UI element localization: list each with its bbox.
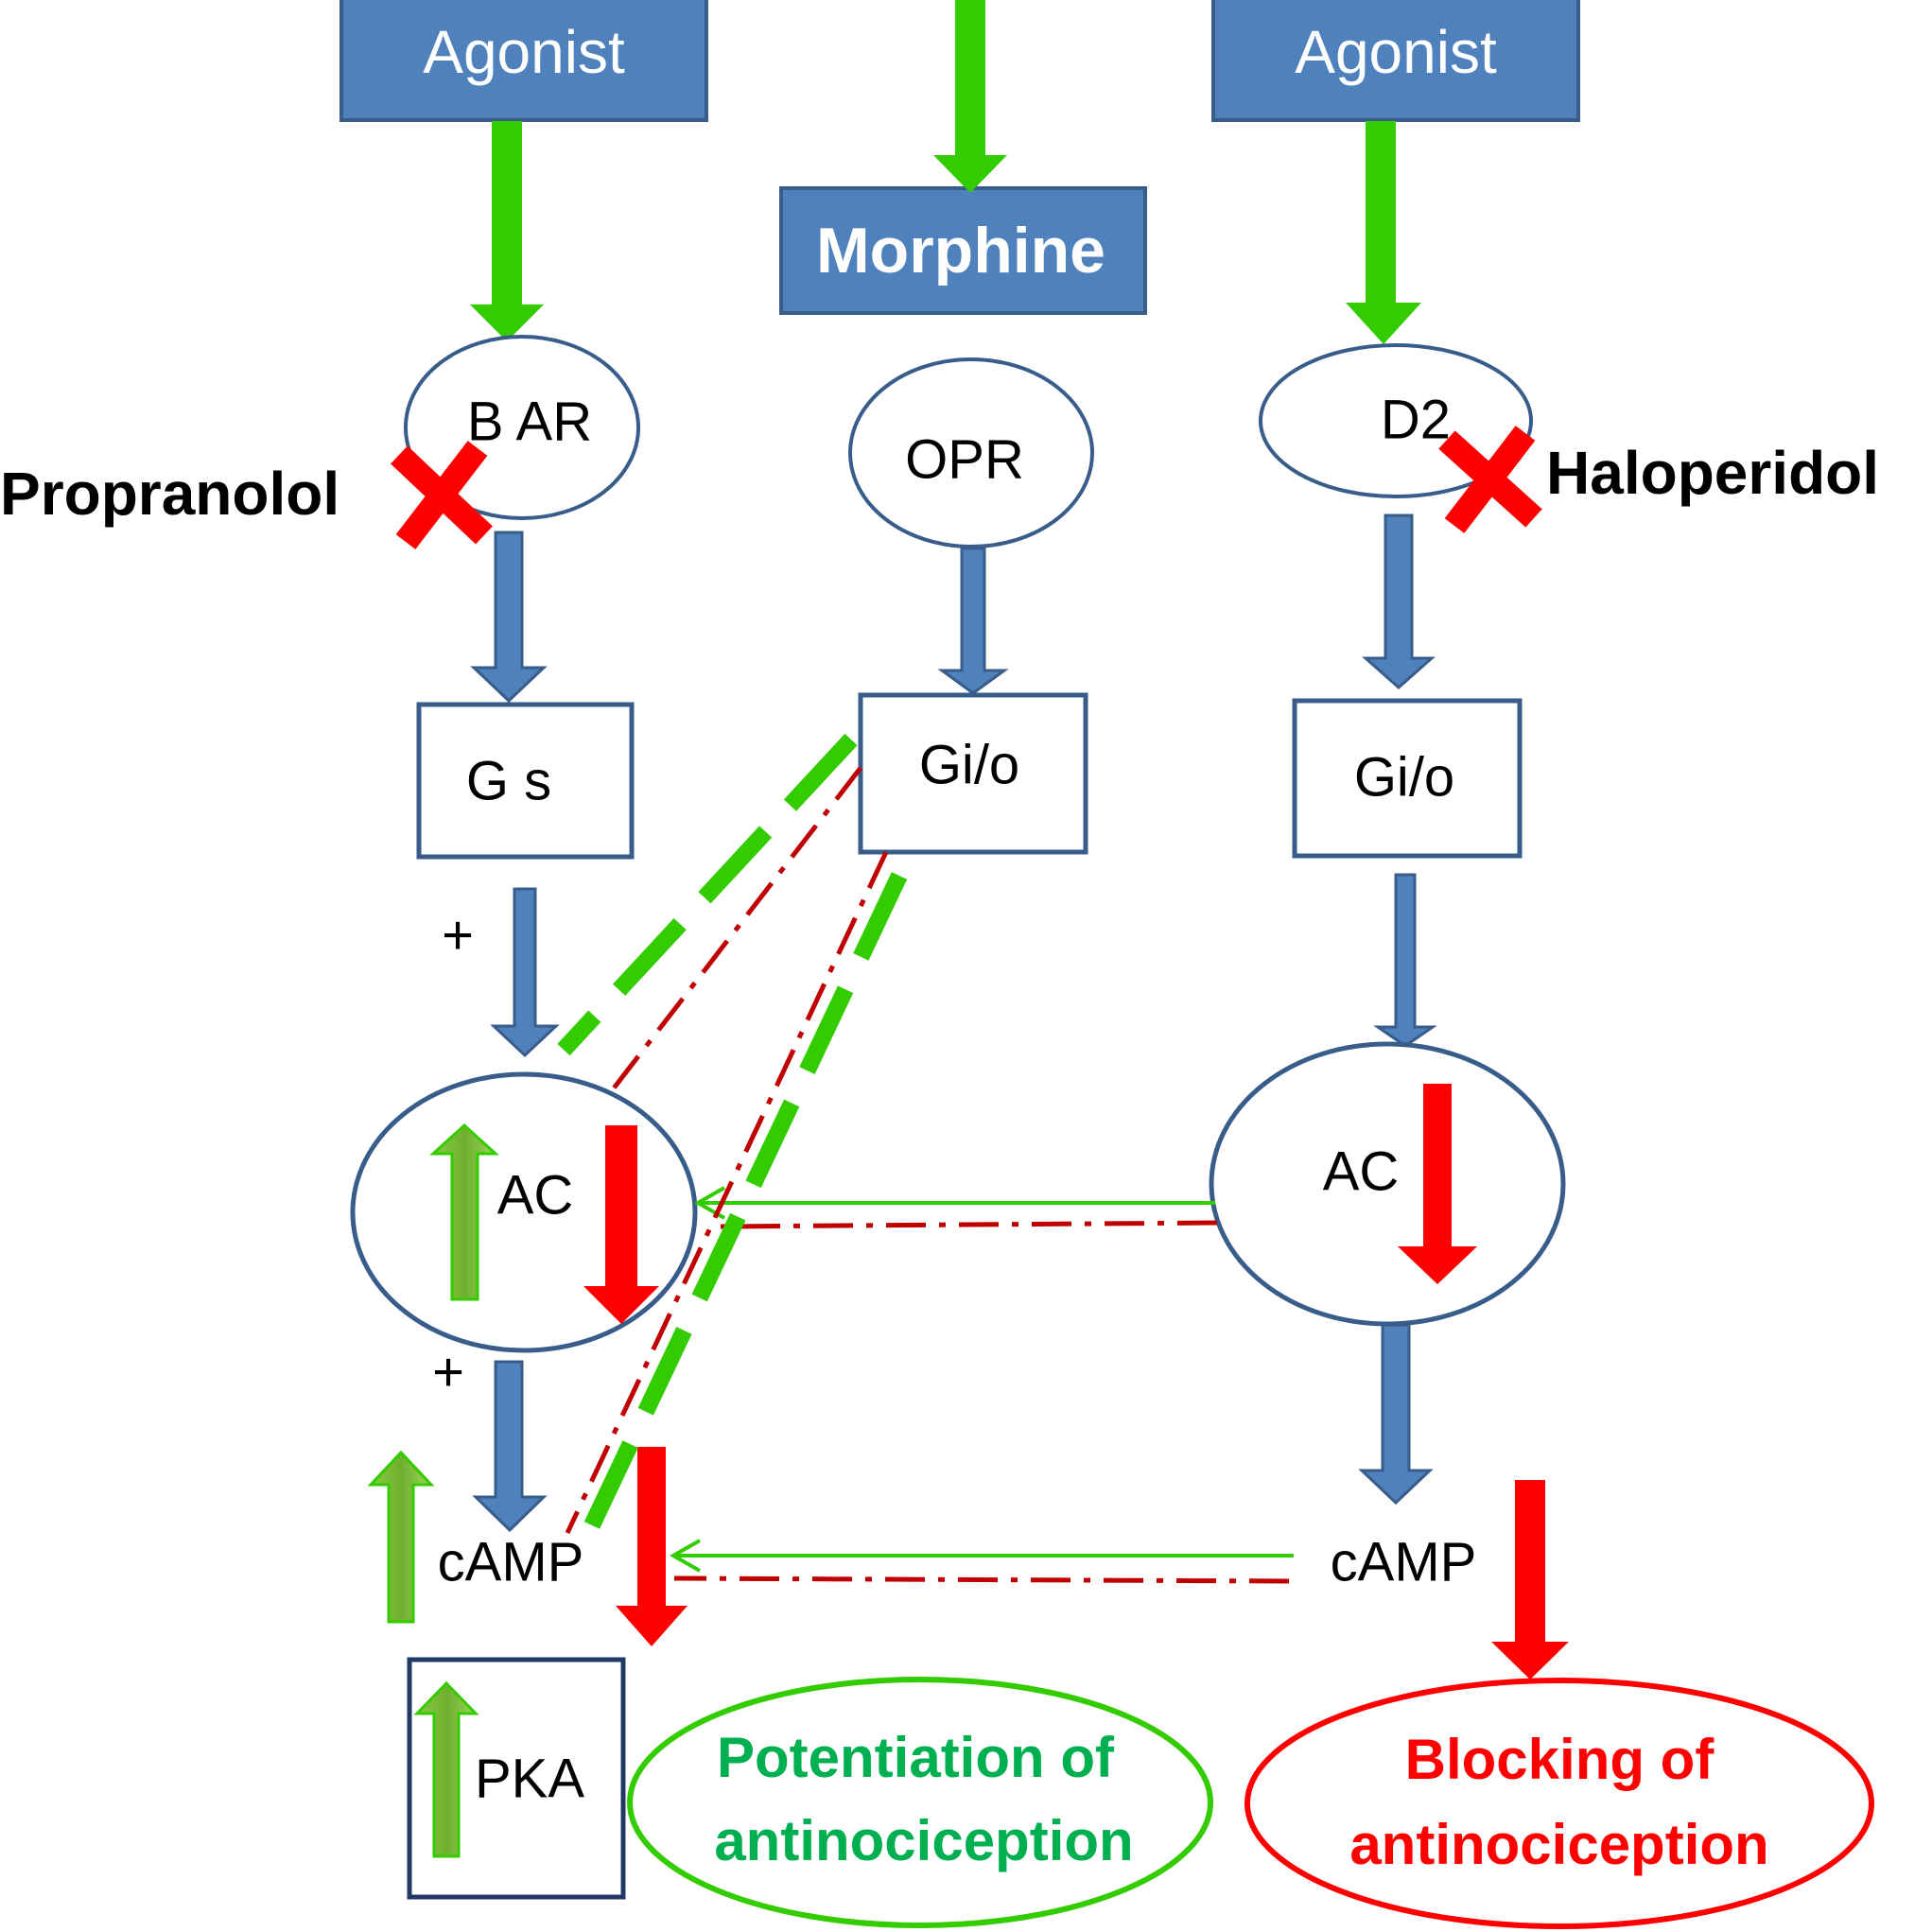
ac-left-label: AC [497,1164,574,1226]
blue-arrow-gs-ac [490,887,560,1058]
potentiation-line2: antinociception [714,1809,1133,1872]
agonist-left-label: Agonist [423,18,625,86]
morphine-label: Morphine [816,215,1105,287]
propranolol-label: Propranolol [0,460,339,528]
haloperidol-label: Haloperidol [1546,439,1879,507]
gio-middle-box: Gi/o [858,692,1088,855]
blue-arrow-bar-gs [470,531,548,704]
agonist-right-label: Agonist [1295,18,1497,86]
blocking-line2: antinociception [1349,1813,1768,1876]
potentiation-outcome: Potentiation of antinociception [627,1677,1213,1928]
blue-arrow-d2-gio [1362,513,1436,690]
ac-left-node: AC [350,1071,698,1353]
propranolol-block-x [391,441,493,549]
increase-arrow-ac-left [429,1123,499,1301]
red-dashdot-inhibition-lines [565,766,1290,1584]
gs-box: G s [416,702,635,860]
agonist-right-box: Agonist [1211,0,1580,122]
ac-right-node: AC [1209,1041,1566,1327]
decrease-arrow-camp-left [616,1447,688,1646]
opr-receptor: OPR [848,357,1094,548]
blue-arrow-gio-ac-right [1373,873,1437,1048]
green-thin-arrow-ac [693,1186,1215,1220]
green-arrow-agonist-d2 [1346,121,1421,344]
haloperidol-block-x [1438,426,1542,533]
opr-label: OPR [905,428,1024,490]
potentiation-line1: Potentiation of [717,1726,1115,1789]
decrease-arrow-ac-left [583,1125,659,1324]
camp-right-label: cAMP [1331,1531,1477,1593]
plus-sign-gs-ac: + [442,904,474,966]
blocking-line1: Blocking of [1405,1728,1715,1791]
gio-right-label: Gi/o [1354,746,1454,808]
d2-label: D2 [1381,389,1451,450]
blue-arrow-ac-camp-left [472,1360,548,1533]
camp-left-label: cAMP [438,1531,584,1593]
decrease-arrow-camp-right [1491,1480,1569,1680]
blocking-outcome: Blocking of antinociception [1244,1678,1874,1929]
decrease-arrow-ac-right [1398,1084,1477,1284]
plus-sign-ac-camp: + [432,1341,464,1402]
morphine-box: Morphine [779,186,1147,315]
gs-label: G s [466,750,551,811]
ac-right-label: AC [1323,1140,1400,1202]
green-thin-arrow-camp [669,1539,1294,1573]
agonist-left-box: Agonist [339,0,708,122]
pka-label: PKA [475,1748,584,1809]
green-arrow-agonist-bar [470,121,544,341]
blue-arrow-opr-gio [937,547,1009,695]
increase-arrow-pka [413,1680,479,1858]
blue-arrow-ac-camp-right [1358,1323,1434,1506]
green-dashed-potentiation-lines [557,733,908,1533]
gio-middle-label: Gi/o [919,734,1019,795]
b-ar-label: B AR [467,391,592,452]
gio-right-box: Gi/o [1292,698,1523,859]
green-arrow-top-morphine [933,0,1007,193]
increase-arrow-camp [367,1450,435,1624]
